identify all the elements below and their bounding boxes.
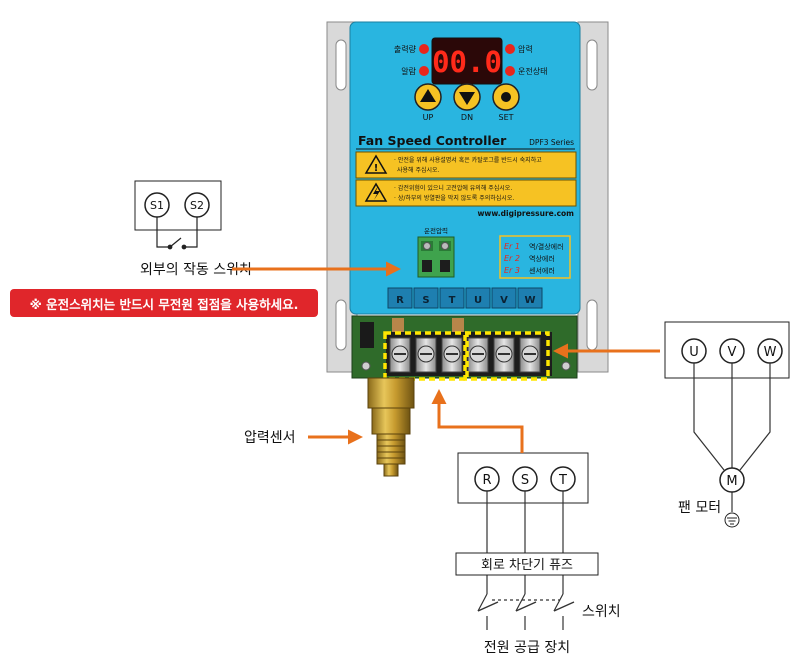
external-switch-symbol	[156, 217, 198, 250]
label-alarm: 알람	[401, 66, 416, 76]
terminal-r-label: R	[396, 295, 404, 306]
error-code-3: Er 3	[504, 266, 520, 275]
terminal-s2-label: S2	[190, 199, 204, 212]
pressure-led	[505, 44, 515, 54]
ground-icon	[724, 512, 740, 528]
label-output: 출력량	[394, 44, 417, 54]
down-button[interactable]	[453, 83, 481, 111]
motor-w-label: W	[764, 345, 777, 360]
pressure-sensor	[367, 377, 415, 477]
breaker-fuse-box	[455, 552, 599, 576]
error-text-2: 역상에러	[529, 254, 555, 263]
svg-text:!: !	[374, 163, 379, 174]
warning-2-line1: · 감전위험이 있으니 고전압에 유의해 주십시오.	[394, 184, 512, 192]
error-code-2: Er 2	[504, 254, 520, 263]
terminal-w-label: W	[524, 295, 535, 306]
error-text-1: 역/결상에러	[529, 242, 564, 251]
fan-motor	[719, 467, 745, 493]
warning-box-1	[355, 151, 577, 179]
set-button[interactable]	[492, 83, 520, 111]
motor-m-label: M	[726, 474, 737, 489]
terminal-t-label: T	[449, 295, 456, 306]
external-switch-caption: 외부의 작동 스위치	[140, 262, 252, 278]
supply-wires	[477, 491, 575, 630]
terminal-screw-t	[441, 337, 463, 373]
power-supply-caption: 전원 공급 장치	[484, 640, 570, 656]
triangle-up-icon	[420, 89, 436, 102]
supply-t-label: T	[558, 473, 567, 488]
warning-1-line1: · 안전을 위해 사용설명서 혹은 카탈로그를 반드시 숙지하고	[394, 156, 542, 164]
down-button-label: DN	[461, 113, 473, 122]
output-terminals-highlight	[463, 331, 550, 381]
power-arrow	[431, 389, 524, 453]
run-pressure-connector	[417, 236, 455, 278]
model-title: Fan Speed Controller	[358, 133, 507, 148]
motor-u-label: U	[689, 345, 699, 360]
output-led	[419, 44, 429, 54]
fan-motor-caption: 팬 모터	[678, 500, 721, 516]
connector-label: 운전압력	[424, 226, 448, 235]
up-button-label: UP	[423, 113, 434, 122]
dot-icon	[501, 92, 511, 102]
error-code-legend	[499, 235, 571, 279]
terminal-s1-label: S1	[150, 199, 164, 212]
dry-contact-notice: ※ 운전스위치는 반드시 무전원 접점을 사용하세요.	[10, 289, 318, 317]
error-code-1: Er 1	[504, 242, 520, 251]
terminal-screw-s	[415, 337, 437, 373]
terminal-u-label: U	[474, 295, 482, 306]
terminal-v-label: V	[500, 295, 508, 306]
supply-r-label: R	[482, 473, 491, 488]
series-label: DPF3 Series	[529, 138, 574, 147]
terminal-screw-w	[519, 337, 541, 373]
label-pressure: 압력	[518, 44, 533, 54]
input-terminals-highlight	[383, 331, 469, 381]
terminal-block	[386, 332, 552, 376]
supply-s-label: S	[521, 473, 529, 488]
error-text-3: 센서에러	[529, 266, 555, 275]
up-button[interactable]	[414, 83, 442, 111]
motor-v-label: V	[728, 345, 737, 360]
pressure-sensor-caption: 압력센서	[244, 430, 296, 446]
website-label: www.digipressure.com	[477, 209, 574, 218]
warning-1-line2: 사용해 주십시오.	[397, 166, 440, 174]
terminal-label-strip	[387, 287, 543, 309]
terminal-screw-u	[467, 337, 489, 373]
set-button-label: SET	[498, 113, 513, 122]
switch-caption: 스위치	[582, 604, 621, 620]
display-value: 00.0	[432, 45, 502, 79]
triangle-down-icon	[459, 92, 475, 105]
terminal-screw-r	[389, 337, 411, 373]
terminal-s-label: S	[422, 295, 429, 306]
terminal-screw-v	[493, 337, 515, 373]
label-run-status: 운전상태	[518, 66, 547, 76]
alarm-led	[419, 66, 429, 76]
warning-icon	[364, 154, 388, 174]
run-status-led	[505, 66, 515, 76]
warning-box-2	[355, 179, 577, 207]
motor-wires	[693, 363, 771, 512]
breaker-fuse-label: 회로 차단기 퓨즈	[481, 558, 573, 573]
warning-2-line2: · 상/하부의 방열판을 막지 않도록 주의하십시오.	[394, 194, 514, 202]
